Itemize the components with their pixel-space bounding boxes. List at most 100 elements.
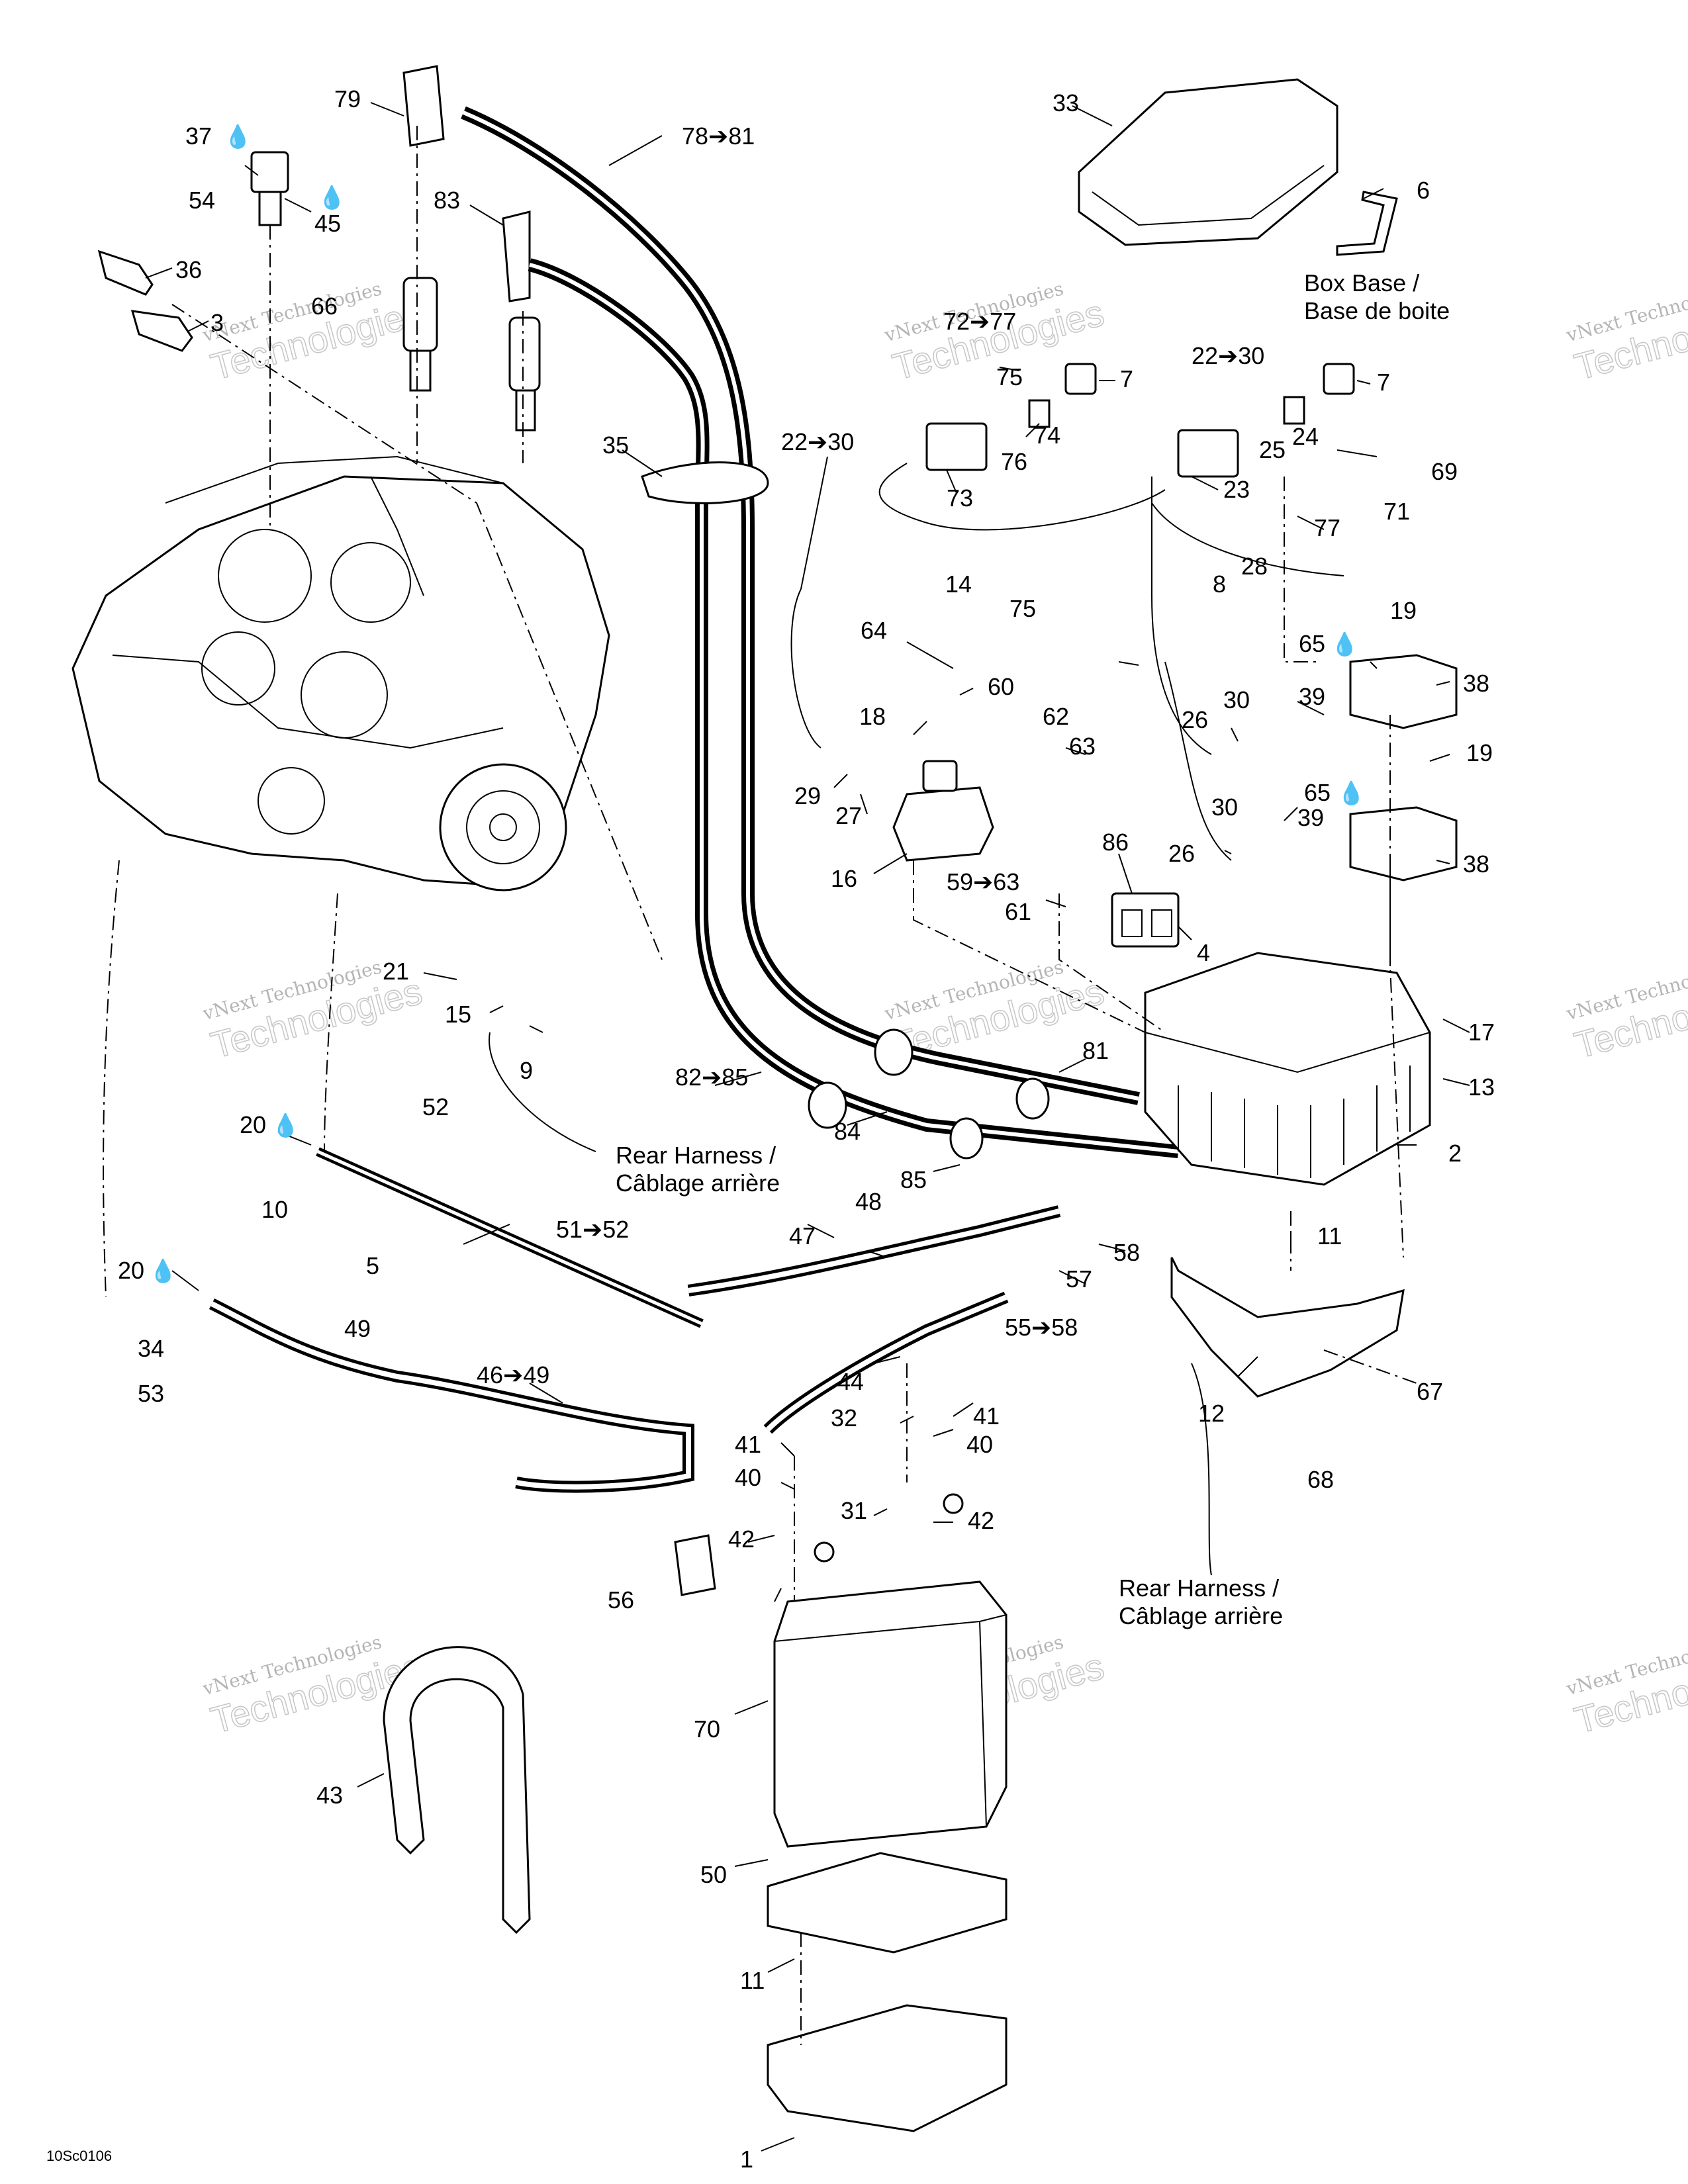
callout-54: 54 (189, 187, 215, 214)
callout-12: 12 (1198, 1400, 1225, 1427)
positive-terminal-icon (814, 1541, 835, 1563)
callouts: 79 78➔81 37 54 45 83 36 66 3 33 6 72➔77 … (118, 85, 1495, 2173)
callout-39-b: 39 (1297, 804, 1324, 831)
callout-57: 57 (1066, 1265, 1092, 1293)
callout-35: 35 (602, 432, 629, 459)
callout-13: 13 (1468, 1073, 1495, 1101)
callout-34: 34 (138, 1335, 164, 1362)
callout-15: 15 (445, 1001, 471, 1028)
callout-39-a: 39 (1299, 683, 1325, 710)
watermark: vNext Technologies Technologies (1564, 1631, 1688, 1741)
callout-75-a: 75 (996, 363, 1023, 390)
callout-47: 47 (789, 1222, 816, 1250)
callout-8: 8 (1213, 570, 1226, 598)
coil-38-upper (1349, 654, 1458, 729)
callout-18: 18 (859, 703, 886, 730)
seal-7a (1064, 363, 1097, 395)
callout-56: 56 (608, 1586, 634, 1614)
callout-37: 37 (185, 122, 212, 150)
oil-drop-icon: 💧 (318, 185, 346, 210)
callout-59-63: 59➔63 (947, 868, 1019, 895)
bracket-36 (97, 250, 154, 296)
callout-20-b: 20 (118, 1257, 144, 1284)
callout-29: 29 (794, 782, 821, 809)
battery-70 (773, 1580, 1008, 1848)
callout-38-a: 38 (1463, 670, 1489, 697)
callout-69: 69 (1431, 458, 1458, 485)
oil-drop-icon: 💧 (1331, 631, 1358, 657)
pigtail-harness (790, 463, 1344, 861)
callout-41-a: 41 (973, 1402, 1000, 1430)
callout-22-30-b: 22➔30 (781, 428, 854, 455)
callout-2: 2 (1448, 1140, 1462, 1167)
negative-terminal-icon (943, 1493, 964, 1514)
callout-81: 81 (1082, 1037, 1109, 1064)
callout-76: 76 (1001, 448, 1027, 475)
note-box-base-line2: Base de boite (1304, 297, 1450, 324)
callout-71: 71 (1383, 498, 1410, 525)
connector-24 (1283, 396, 1305, 425)
note-rear-harness-right: Rear Harness / Câblage arrière (1119, 1574, 1283, 1629)
callout-19-b: 19 (1466, 739, 1493, 766)
leader-lines (145, 102, 1470, 2152)
note-rear-harness-left: Rear Harness / Câblage arrière (616, 1142, 780, 1197)
callout-31: 31 (841, 1497, 867, 1524)
watermark: vNext Technologies Technologies (200, 277, 427, 388)
callout-20-a: 20 (240, 1111, 266, 1138)
callout-4: 4 (1197, 939, 1210, 966)
callout-67: 67 (1417, 1378, 1443, 1405)
callout-51-52: 51➔52 (556, 1216, 629, 1243)
callout-30-a: 30 (1223, 686, 1250, 713)
callout-17: 17 (1468, 1019, 1495, 1046)
bracket-12 (1170, 1257, 1405, 1398)
callout-72-77: 72➔77 (943, 308, 1016, 335)
callout-33: 33 (1053, 89, 1079, 116)
callout-25: 25 (1259, 436, 1286, 463)
note-rear-harness-right-line2: Câblage arrière (1119, 1602, 1283, 1629)
note-box-base-line1: Box Base / (1304, 269, 1419, 296)
markers: 💧 💧 💧 💧 💧 💧 (149, 124, 1365, 1563)
tray-50 (767, 1852, 1008, 1954)
callout-26-a: 26 (1182, 706, 1208, 733)
oil-drop-icon: 💧 (224, 124, 252, 150)
callout-9: 9 (520, 1057, 533, 1084)
callout-7-a: 7 (1120, 365, 1133, 392)
callout-28: 28 (1241, 553, 1268, 580)
callout-63: 63 (1069, 733, 1096, 760)
tie-wrap-35 (641, 461, 769, 504)
solenoid-16 (892, 786, 994, 862)
callout-21: 21 (383, 958, 409, 985)
ignition-caps (402, 65, 531, 302)
engine-block (71, 455, 610, 891)
connector-74 (1028, 399, 1051, 428)
callout-78-81: 78➔81 (682, 122, 755, 150)
watermark: vNext Technologies Technologies (1564, 956, 1688, 1066)
callout-50: 50 (700, 1861, 727, 1888)
cover-33 (1078, 78, 1338, 246)
watermark: vNext Technologies Technologies (1564, 277, 1688, 388)
note-rear-harness-left-line1: Rear Harness / (616, 1142, 776, 1169)
explode-lines (103, 126, 1417, 2045)
callout-22-30-a: 22➔30 (1192, 342, 1264, 369)
callout-24: 24 (1292, 423, 1319, 450)
callout-41-b: 41 (735, 1431, 761, 1458)
callout-7-b: 7 (1377, 369, 1390, 396)
callout-6: 6 (1417, 177, 1430, 204)
fuse-holder-86 (1111, 892, 1180, 948)
reference-code: 10Sc0106 (46, 2148, 112, 2164)
callout-44: 44 (837, 1368, 864, 1395)
callout-52: 52 (422, 1093, 449, 1120)
callout-62: 62 (1043, 703, 1069, 730)
callout-65-a: 65 (1299, 630, 1325, 657)
callout-23: 23 (1223, 476, 1250, 503)
callout-38-b: 38 (1463, 850, 1489, 878)
callout-60: 60 (988, 673, 1014, 700)
callout-11-b: 11 (740, 1967, 765, 1994)
callout-42-a: 42 (968, 1507, 994, 1534)
oil-drop-icon: 💧 (271, 1113, 299, 1138)
callout-64: 64 (861, 617, 887, 644)
callout-30-b: 30 (1211, 794, 1238, 821)
callout-32: 32 (831, 1404, 857, 1432)
oil-drop-icon: 💧 (1337, 780, 1365, 806)
